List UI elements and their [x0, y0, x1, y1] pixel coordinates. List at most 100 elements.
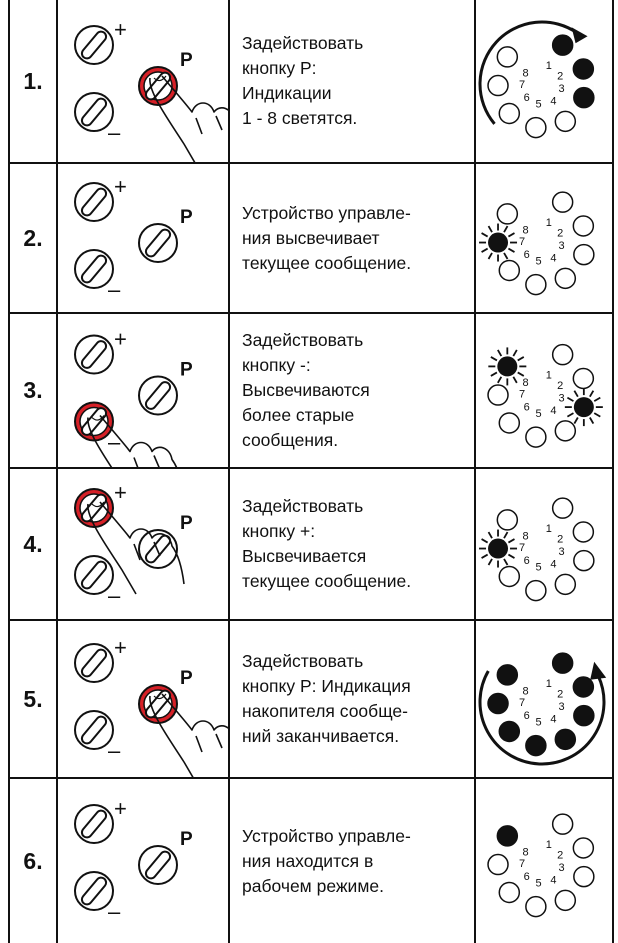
led-2-off	[573, 522, 593, 542]
instruction-cell: Задействовать кнопку P: Индикации 1 - 8 …	[230, 0, 476, 162]
led-1-on	[553, 35, 573, 55]
led-5-on	[526, 736, 546, 756]
keypad-cell: +–P	[58, 314, 230, 467]
indicator-cell: 12345678	[476, 469, 612, 619]
led-number-8: 8	[523, 377, 529, 389]
instruction-cell: Задействовать кнопку P: Индикация накопи…	[230, 621, 476, 777]
led-3-on	[574, 88, 594, 108]
instruction-text: Задействовать кнопку +: Высвечивается те…	[230, 494, 411, 594]
led-6-off	[499, 103, 519, 123]
plus-button	[75, 183, 113, 221]
led-number-8: 8	[523, 225, 529, 237]
led-number-6: 6	[524, 710, 530, 722]
led-6-off	[499, 260, 519, 280]
led-8-on	[497, 665, 517, 685]
step-number: 6.	[10, 779, 58, 943]
led-number-1: 1	[546, 370, 552, 382]
led-number-4: 4	[550, 95, 556, 107]
instruction-cell: Задействовать кнопку -: Высвечиваются бо…	[230, 314, 476, 467]
led-3-flashing	[565, 388, 603, 426]
plus-button	[75, 489, 113, 527]
led-number-8: 8	[523, 847, 529, 859]
minus-label: –	[108, 277, 121, 302]
led-6-off	[499, 566, 519, 586]
step-row: 2. + – P Устройство управле- ния высвечивает…	[10, 164, 612, 314]
led-number-7: 7	[519, 79, 525, 91]
p-button	[139, 224, 177, 262]
led-6-off	[499, 413, 519, 433]
led-6-off	[499, 882, 519, 902]
led-5-off	[526, 897, 546, 917]
led-number-6: 6	[524, 401, 530, 413]
minus-label: –	[108, 738, 121, 763]
led-number-4: 4	[550, 252, 556, 264]
keypad-cell: +–P	[58, 0, 230, 162]
p-label: P	[180, 668, 193, 689]
keypad-illustration: +–P	[58, 0, 230, 164]
plus-button	[75, 26, 113, 64]
keypad-illustration: + – P	[58, 621, 230, 779]
led-number-2: 2	[557, 228, 563, 240]
led-indicator: 12345678	[476, 469, 612, 621]
instruction-text: Задействовать кнопку P: Индикация накопи…	[230, 649, 411, 749]
instruction-cell: Устройство управле- ния находится в рабо…	[230, 779, 476, 943]
p-label: P	[180, 829, 193, 850]
p-label: P	[180, 360, 193, 381]
led-1-off	[553, 498, 573, 518]
plus-label: +	[114, 796, 127, 821]
led-3-off	[574, 551, 594, 571]
led-4-off	[555, 421, 575, 441]
plus-label: +	[114, 17, 127, 42]
keypad-illustration: +–P	[58, 469, 230, 621]
led-number-8: 8	[523, 531, 529, 543]
led-8-off	[497, 510, 517, 530]
led-3-off	[574, 245, 594, 265]
p-label: P	[180, 207, 193, 228]
led-1-off	[553, 345, 573, 365]
minus-label: –	[108, 120, 121, 145]
keypad-cell: +–P	[58, 469, 230, 619]
indicator-cell: 12345678	[476, 621, 612, 777]
led-number-2: 2	[557, 850, 563, 862]
plus-label: +	[114, 174, 127, 199]
keypad-illustration: + – P	[58, 164, 230, 314]
led-7-flashing	[479, 530, 517, 568]
led-4-off	[555, 890, 575, 910]
led-number-2: 2	[557, 71, 563, 83]
led-1-on	[553, 653, 573, 673]
p-button	[139, 530, 177, 568]
led-1-off	[553, 814, 573, 834]
led-3-off	[574, 867, 594, 887]
led-number-5: 5	[535, 256, 541, 268]
led-number-1: 1	[546, 678, 552, 690]
instruction-cell: Устройство управле- ния высвечивает теку…	[230, 164, 476, 312]
minus-label: –	[108, 583, 121, 608]
led-number-4: 4	[550, 874, 556, 886]
step-number: 5.	[10, 621, 58, 777]
led-4-off	[555, 574, 575, 594]
step-number: 4.	[10, 469, 58, 619]
instruction-cell: Задействовать кнопку +: Высвечивается те…	[230, 469, 476, 619]
p-button	[139, 846, 177, 884]
led-number-1: 1	[546, 839, 552, 851]
led-5-off	[526, 427, 546, 447]
step-number: 1.	[10, 0, 58, 162]
led-number-5: 5	[535, 878, 541, 890]
step-row: 6.+–PУстройство управле- ния находится в…	[10, 779, 612, 943]
led-5-off	[526, 118, 546, 138]
step-number: 2.	[10, 164, 58, 312]
plus-label: +	[114, 635, 127, 660]
plus-label: +	[114, 327, 127, 352]
plus-button	[75, 805, 113, 843]
plus-button	[75, 336, 113, 374]
indicator-cell: 12345678	[476, 164, 612, 312]
led-number-6: 6	[524, 871, 530, 883]
led-1-off	[553, 192, 573, 212]
led-number-2: 2	[557, 689, 563, 701]
